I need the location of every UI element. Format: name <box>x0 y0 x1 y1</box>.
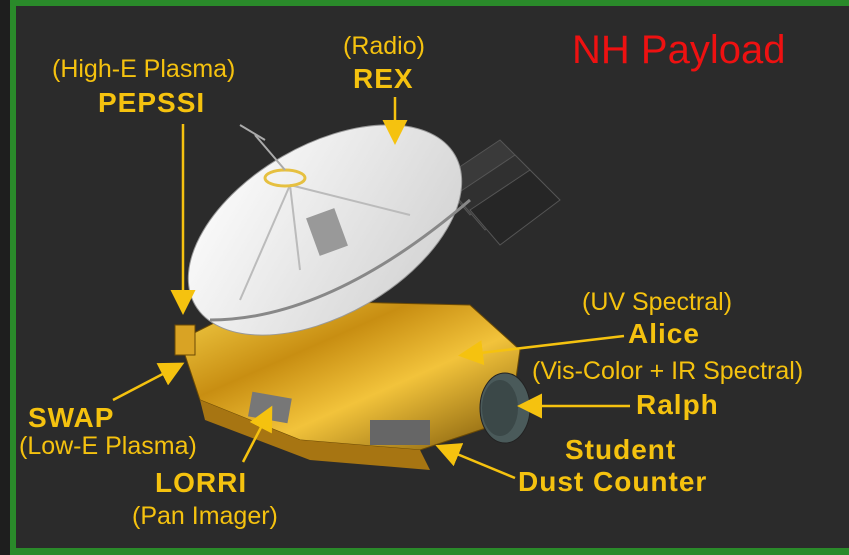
pepssi-label: PEPSSI <box>98 87 206 118</box>
ralph-sublabel: (Vis-Color + IR Spectral) <box>532 357 804 385</box>
alice-sublabel: (UV Spectral) <box>582 288 733 316</box>
swap-arrow <box>112 362 185 402</box>
rex-label: REX <box>353 63 414 94</box>
diagram-background <box>16 6 849 548</box>
alice-label: Alice <box>628 318 700 349</box>
rtg-fins <box>439 139 561 246</box>
alice-arrow <box>458 334 625 366</box>
rex-sublabel: (Radio) <box>343 32 425 60</box>
swap-sublabel: (Low-E Plasma) <box>19 432 197 460</box>
sdc-arrow <box>435 443 516 480</box>
leader-lines <box>112 97 630 480</box>
green-border-top <box>10 0 849 6</box>
outer-margin <box>0 0 10 555</box>
lorri-arrow <box>241 405 273 463</box>
swap-label: SWAP <box>28 402 115 433</box>
pepssi-sublabel: (High-E Plasma) <box>52 55 236 83</box>
green-border-bottom <box>10 548 849 555</box>
green-border-left <box>10 0 16 555</box>
lorri-label: LORRI <box>155 467 248 498</box>
diagram-title: NH Payload <box>572 28 786 72</box>
rex-antenna-dish <box>187 124 471 336</box>
lorri-sublabel: (Pan Imager) <box>132 502 278 530</box>
ralph-label: Ralph <box>636 389 719 420</box>
sdc-label-line2: Dust Counter <box>518 466 708 497</box>
sdc-label-line1: Student <box>565 434 677 465</box>
